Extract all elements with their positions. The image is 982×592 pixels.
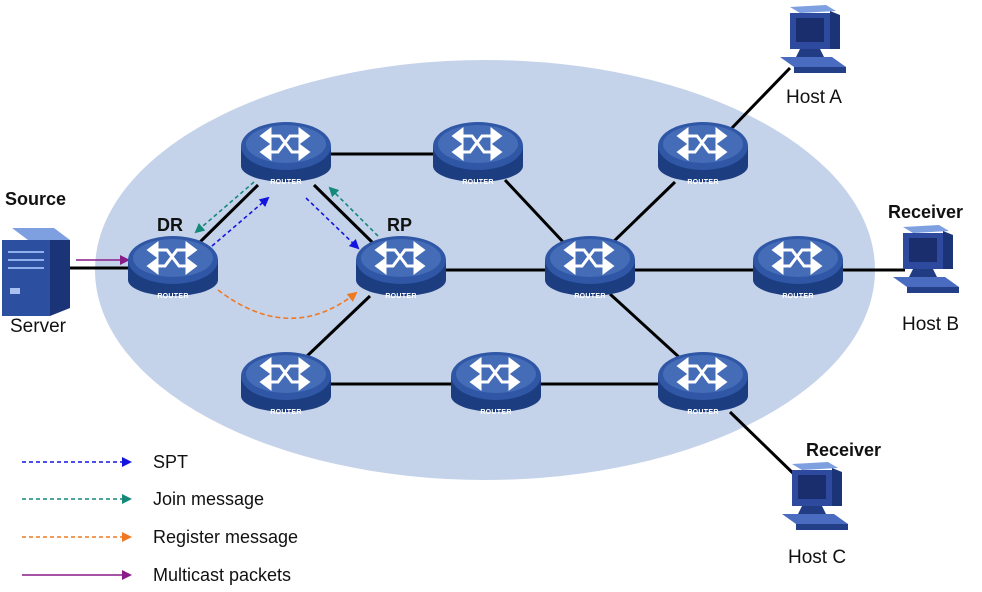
spt-arrow-top1-rp (305, 197, 360, 250)
network-links (70, 66, 905, 482)
link-dr-top1 (196, 183, 260, 246)
host-a-icon (780, 5, 846, 73)
link-bot3-hostc (728, 410, 802, 482)
router-arrows-icon (469, 357, 521, 391)
link-top3-hosta (728, 66, 792, 132)
router-arrows-icon (563, 241, 615, 275)
rp-label: RP (387, 215, 412, 235)
router-r-top1: ROUTER (241, 122, 331, 186)
router-r-top2: ROUTER (433, 122, 523, 186)
router-r-top3: ROUTER (658, 122, 748, 186)
host-c-icon (782, 462, 848, 530)
router-arrows-icon (146, 241, 198, 275)
router-label: ROUTER (480, 409, 511, 416)
dr-label: DR (157, 215, 183, 235)
link-top3-center (608, 180, 677, 247)
router-r-right: ROUTER (753, 236, 843, 300)
legend-join-label: Join message (153, 489, 264, 509)
router-label: ROUTER (270, 409, 301, 416)
legend-spt-label: SPT (153, 452, 188, 472)
router-label: ROUTER (574, 293, 605, 300)
router-dr: ROUTER (128, 236, 218, 300)
receiver-b-label: Receiver (888, 202, 963, 222)
router-label: ROUTER (687, 409, 718, 416)
router-arrows-icon (771, 241, 823, 275)
host-b-icon (893, 225, 959, 293)
join-arrow-rp-top1 (328, 186, 379, 237)
router-r-bot3: ROUTER (658, 352, 748, 416)
legend-register-label: Register message (153, 527, 298, 547)
router-rp: ROUTER (356, 236, 446, 300)
router-label: ROUTER (462, 179, 493, 186)
host-c-label: Host C (788, 547, 846, 568)
host-a-label: Host A (786, 87, 842, 108)
link-top2-center (503, 178, 567, 246)
router-label: ROUTER (782, 293, 813, 300)
join-arrow-top1-dr (194, 181, 255, 234)
router-label: ROUTER (385, 293, 416, 300)
router-label: ROUTER (270, 179, 301, 186)
router-label: ROUTER (687, 179, 718, 186)
legend: SPT Join message Register message Multic… (22, 452, 298, 585)
server-icon (2, 228, 70, 316)
router-r-bot1: ROUTER (241, 352, 331, 416)
link-center-bot3 (608, 292, 682, 360)
legend-multicast-label: Multicast packets (153, 565, 291, 585)
router-arrows-icon (374, 241, 426, 275)
router-arrows-icon (451, 127, 503, 161)
router-arrows-icon (259, 357, 311, 391)
router-arrows-icon (676, 357, 728, 391)
router-r-center: ROUTER (545, 236, 635, 300)
router-arrows-icon (259, 127, 311, 161)
router-arrows-icon (676, 127, 728, 161)
spt-arrow-dr-top1 (211, 196, 270, 247)
link-top1-rp (312, 183, 376, 246)
server-label: Server (10, 316, 67, 337)
source-label: Source (5, 189, 66, 209)
message-arrows (76, 181, 379, 320)
host-b-label: Host B (902, 314, 959, 335)
register-arrow-dr-rp (217, 289, 358, 320)
router-label: ROUTER (157, 293, 188, 300)
routers: ROUTER ROUTER ROUTER ROUTER ROUTER ROUTER ROUT… (128, 122, 843, 416)
receiver-c-label: Receiver (806, 440, 881, 460)
hosts (780, 5, 959, 530)
link-rp-bot1 (303, 294, 372, 360)
router-r-bot2: ROUTER (451, 352, 541, 416)
